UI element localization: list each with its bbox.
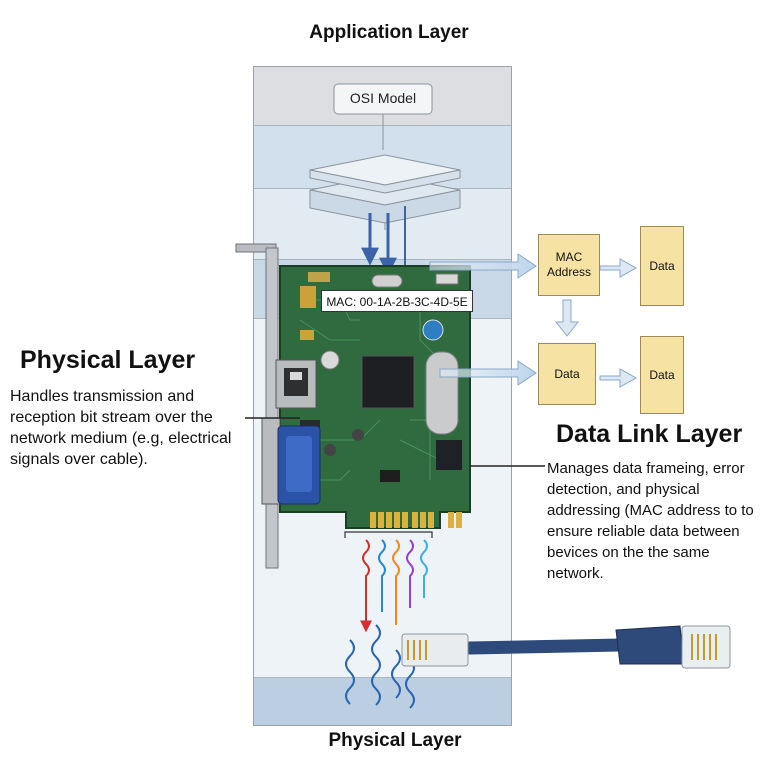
data-box-top: Data <box>640 226 684 306</box>
gold-fingers <box>370 512 462 528</box>
osi-model-label: OSI Model <box>349 90 417 106</box>
signal-wires <box>360 539 428 633</box>
physical-layer-bottom-label: Physical Layer <box>328 730 462 751</box>
flow-arrow-mac <box>429 253 537 279</box>
data-link-layer-heading: Data Link Layer <box>556 420 743 448</box>
vga-port <box>261 417 321 505</box>
physical-layer-description: Handles transmission and reception bit s… <box>10 388 232 468</box>
data-link-layer-description: Manages data frameing, error detection, … <box>547 460 754 582</box>
physical-layer-heading: Physical Layer <box>20 346 196 374</box>
flow-arrow-down <box>554 299 580 337</box>
data-box-right: Data <box>640 336 684 414</box>
osi-stack-icon <box>309 154 461 230</box>
application-layer-label: Application Layer <box>309 22 469 43</box>
mac-address-box: MAC Address <box>538 234 600 296</box>
column-band-bottom <box>254 677 511 725</box>
flow-arrow-data <box>439 360 537 386</box>
ethernet-cable <box>401 625 731 669</box>
rj45-port <box>275 359 317 409</box>
data-box-middle: Data <box>538 343 596 405</box>
wave-signals <box>345 624 415 709</box>
mac-address-label: MAC: 00-1A-2B-3C-4D-5E <box>321 290 473 312</box>
